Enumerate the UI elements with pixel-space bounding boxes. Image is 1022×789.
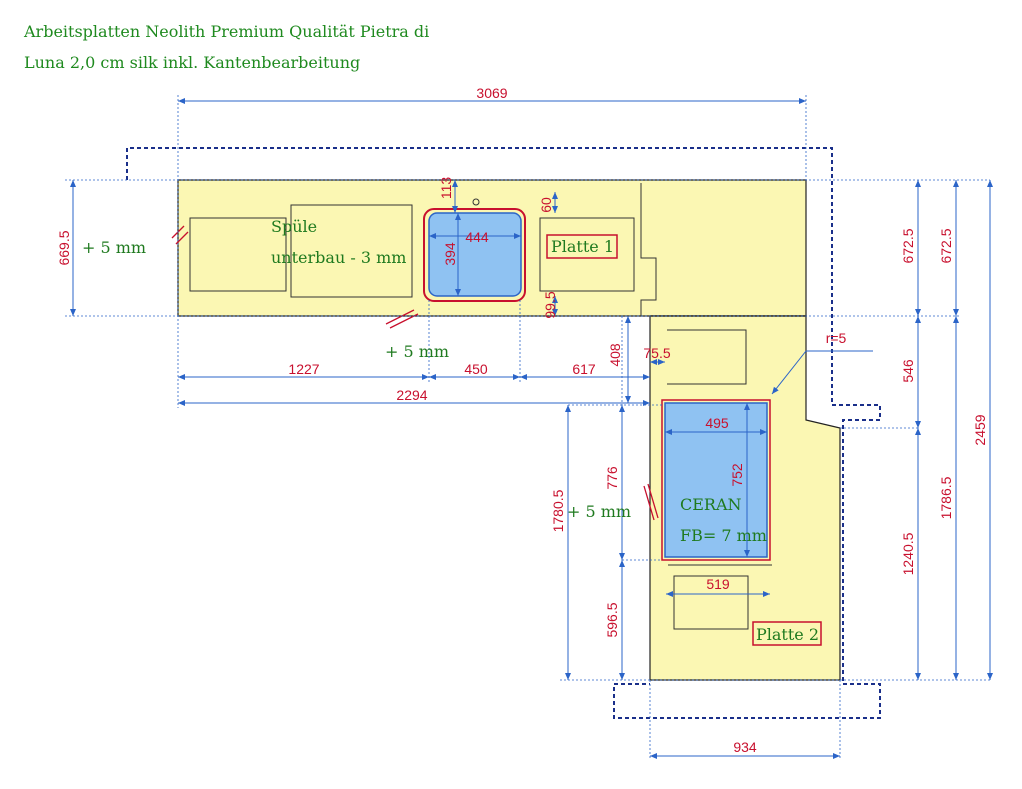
sink-outer-rim: [423, 208, 526, 302]
corner-cabinet-line: [640, 183, 657, 316]
dim-1240-5: 1240.5: [900, 532, 916, 575]
note-fb: FB= 7 mm: [680, 526, 767, 545]
dim-596-5: 596.5: [604, 602, 620, 637]
platte-2-label-box: [752, 621, 822, 646]
dim-2459: 2459: [972, 414, 988, 445]
dim-1780-5: 1780.5: [550, 489, 566, 532]
title-line-2: Luna 2,0 cm silk inkl. Kantenbearbeitung: [24, 53, 361, 72]
cabinet-platte-1: [539, 217, 635, 292]
platte-1-label-box: [546, 234, 618, 259]
tap-hole: [472, 198, 480, 206]
dim-495: 495: [705, 415, 729, 431]
dim-672-5-b: 672.5: [938, 228, 954, 263]
cabinet-below-ceran: [673, 575, 749, 630]
dim-60: 60: [538, 197, 554, 213]
ceran-outer-rim: [661, 399, 771, 561]
dim-934: 934: [733, 739, 757, 755]
dim-408: 408: [607, 343, 623, 367]
dim-752: 752: [729, 463, 745, 487]
note-plus-5mm-right: + 5 mm: [567, 502, 631, 521]
note-ceran: CERAN: [680, 495, 742, 514]
dim-444: 444: [465, 229, 489, 245]
label-platte-2: Platte 2: [756, 625, 819, 644]
dim-2294: 2294: [396, 387, 427, 403]
wall-outline: [126, 147, 881, 719]
dim-113: 113: [438, 177, 454, 200]
dim-394: 394: [442, 242, 458, 266]
dim-617: 617: [572, 361, 596, 377]
cabinet-corner: [667, 329, 747, 385]
extension-lines: [65, 95, 990, 760]
dim-669-5: 669.5: [56, 230, 72, 265]
dim-r5: r=5: [826, 330, 847, 346]
dim-519: 519: [706, 576, 730, 592]
note-plus-5mm-left: + 5 mm: [82, 238, 146, 257]
dim-99-5: 99.5: [542, 291, 558, 318]
dim-546: 546: [900, 359, 916, 383]
edge-marker-right: [643, 483, 659, 521]
label-platte-1: Platte 1: [551, 237, 614, 256]
dim-672-5-a: 672.5: [900, 228, 916, 263]
dim-450: 450: [464, 361, 488, 377]
cabinet-spuele: [290, 204, 413, 298]
note-unterbau: unterbau - 3 mm: [271, 248, 406, 267]
dimension-lines: [70, 98, 993, 759]
dim-776: 776: [604, 466, 620, 490]
dim-3069: 3069: [476, 85, 507, 101]
ceran-cutout: [664, 402, 768, 558]
note-plus-5mm-front: + 5 mm: [385, 342, 449, 361]
note-spuele: Spüle: [271, 217, 317, 236]
dim-75-5: 75.5: [643, 345, 670, 361]
title-line-1: Arbeitsplatten Neolith Premium Qualität …: [24, 22, 430, 41]
dim-1786-5: 1786.5: [938, 476, 954, 519]
cabinet-left: [189, 217, 287, 292]
dim-1227: 1227: [288, 361, 319, 377]
